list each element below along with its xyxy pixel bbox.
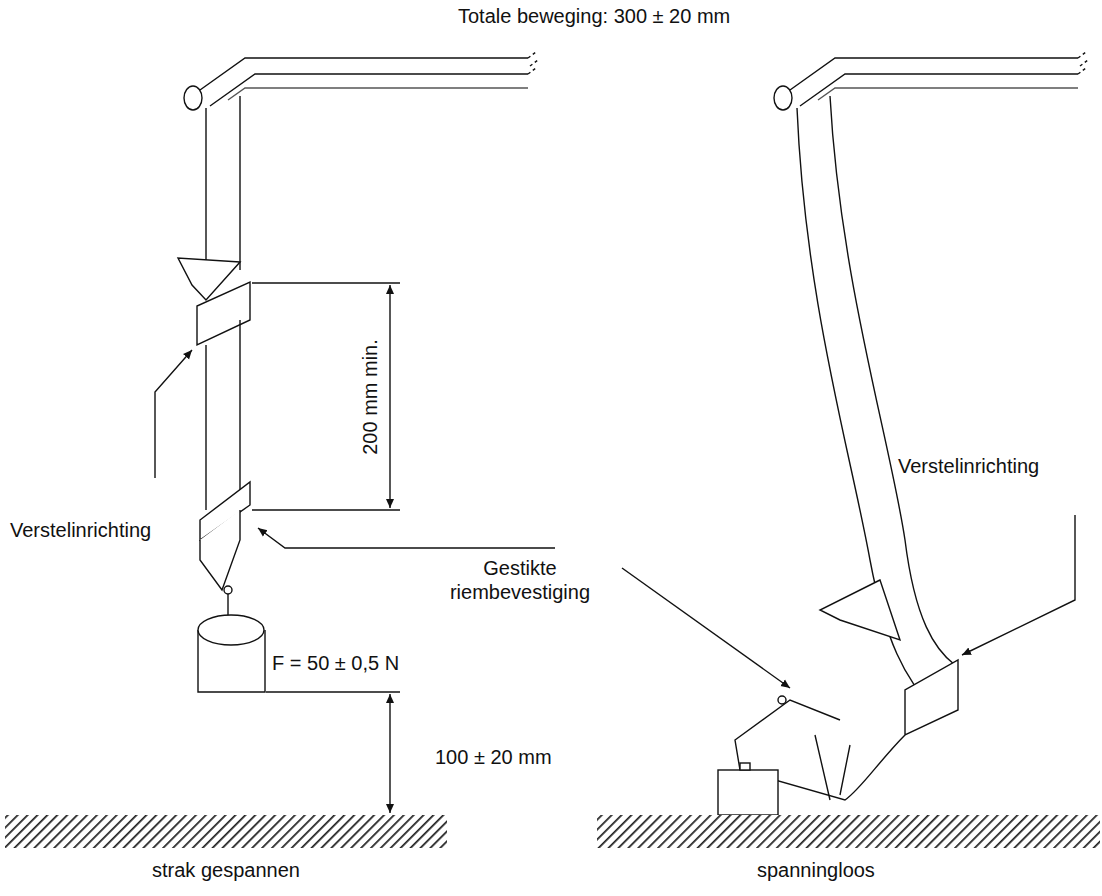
dimension: 200 mm min. bbox=[358, 339, 382, 455]
part-name: Verstelinrichting bbox=[10, 518, 151, 542]
part-name: Verstelinrichting bbox=[898, 454, 1039, 478]
dimension: 100 ± 20 mm bbox=[435, 745, 552, 769]
sub-caption: strak gespannen bbox=[152, 858, 300, 882]
part-name: Gestikte riembevestiging bbox=[430, 556, 610, 604]
sub-caption: spanningloos bbox=[757, 858, 875, 882]
dimension: F = 50 ± 0,5 N bbox=[272, 651, 399, 675]
note: Totale beweging: 300 ± 20 mm bbox=[458, 4, 730, 28]
